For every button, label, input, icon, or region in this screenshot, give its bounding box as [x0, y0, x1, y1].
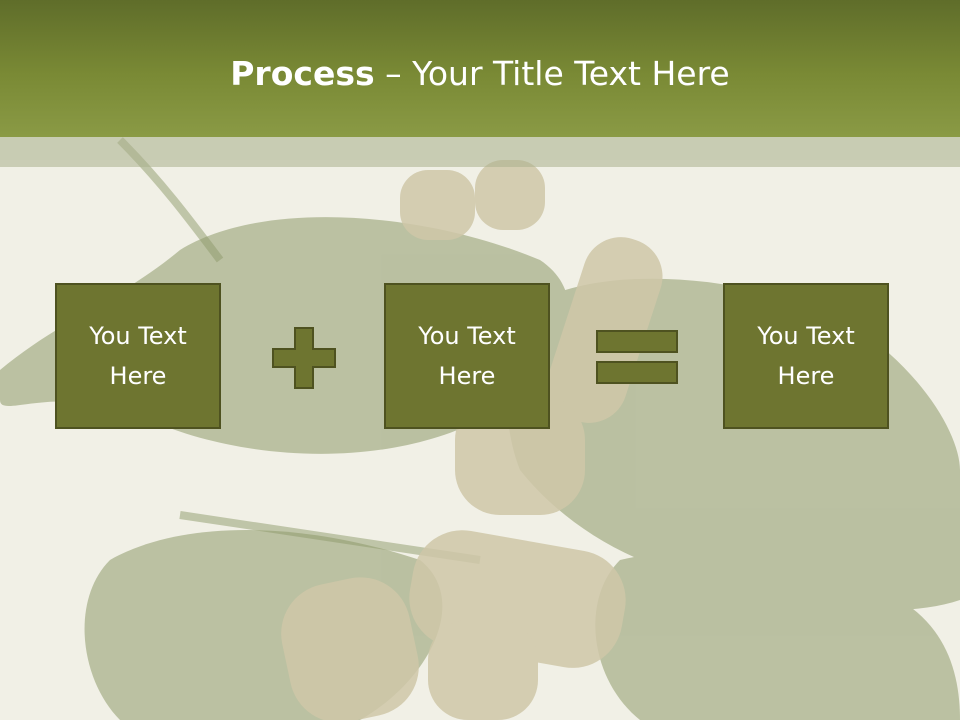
title-dash: –	[374, 54, 413, 93]
process-box-3-text: You Text Here	[757, 322, 855, 390]
process-box-2-text: You Text Here	[418, 322, 516, 390]
title-rest: Your Title Text Here	[412, 54, 730, 93]
process-box-1-text: You Text Here	[89, 322, 187, 390]
process-box-3[interactable]: You Text Here	[723, 283, 889, 429]
process-box-1[interactable]: You Text Here	[55, 283, 221, 429]
plus-icon	[272, 327, 336, 389]
slide-title: Process – Your Title Text Here	[0, 52, 960, 96]
title-header-bar: Process – Your Title Text Here	[0, 0, 960, 137]
header-accent-band	[0, 137, 960, 167]
equals-icon	[596, 330, 678, 384]
process-box-2[interactable]: You Text Here	[384, 283, 550, 429]
title-bold-part: Process	[230, 54, 375, 93]
